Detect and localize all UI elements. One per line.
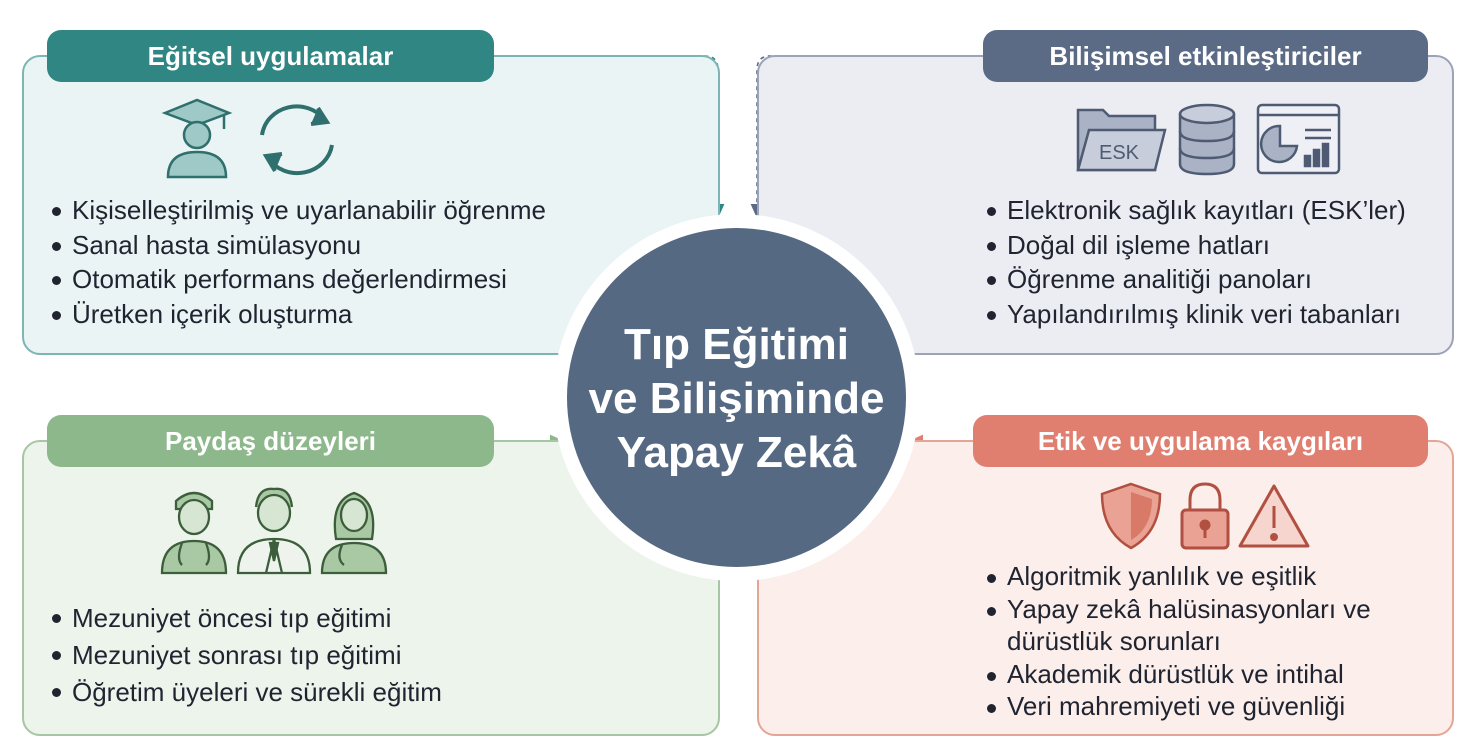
list-item: Algoritmik yanlılık ve eşitlik <box>985 560 1407 593</box>
folder-label: ESK <box>1099 142 1140 164</box>
center-circle <box>567 228 906 567</box>
list-item: Mezuniyet öncesi tıp eğitimi <box>50 600 442 637</box>
lock-icon <box>1180 482 1230 550</box>
database-icon <box>1178 103 1236 176</box>
graduate-icon <box>161 98 233 179</box>
list-item: Yapılandırılmış klinik veri tabanları <box>985 297 1406 332</box>
informatics-enablers-title: Bilişimsel etkinleştiriciler <box>983 30 1428 82</box>
dashboard-icon <box>1256 103 1341 175</box>
folder-icon: ESK <box>1076 108 1167 172</box>
list-item: Öğretim üyeleri ve sürekli eğitim <box>50 674 442 711</box>
list-item: Elektronik sağlık kayıtları (ESK’ler) <box>985 193 1406 228</box>
list-item: Kişiselleştirilmiş ve uyarlanabilir öğre… <box>50 193 546 228</box>
ethics-concerns-title: Etik ve uygulama kaygıları <box>973 415 1428 467</box>
center-title: Tıp Eğitimi ve Bilişiminde Yapay Zekâ <box>588 320 885 477</box>
ethics-icons <box>1100 482 1310 550</box>
list-item: Akademik dürüstlük ve intihal <box>985 658 1407 691</box>
warning-icon <box>1238 484 1310 548</box>
list-item: Sanal hasta simülasyonu <box>50 228 546 263</box>
educational-icons <box>161 98 334 179</box>
female-doctor-icon <box>320 491 388 575</box>
physician-icon <box>236 487 312 575</box>
informatics-enablers-list: Elektronik sağlık kayıtları (ESK’ler) Do… <box>985 193 1406 331</box>
ethics-concerns-list: Algoritmik yanlılık ve eşitlik Yapay zek… <box>985 560 1407 723</box>
list-item: Yapay zekâ halüsinasyonları ve dürüstlük… <box>985 593 1407 658</box>
cycle-arrows-icon <box>260 104 334 176</box>
doctor-icon <box>160 491 228 575</box>
list-item: Üretken içerik oluşturma <box>50 297 546 332</box>
stakeholder-levels-title: Paydaş düzeyleri <box>47 415 494 467</box>
stakeholder-levels-list: Mezuniyet öncesi tıp eğitimi Mezuniyet s… <box>50 600 442 711</box>
list-item: Öğrenme analitiği panoları <box>985 262 1406 297</box>
shield-icon <box>1100 482 1162 550</box>
list-item: Otomatik performans değerlendirmesi <box>50 262 546 297</box>
stakeholder-icons <box>160 487 388 575</box>
educational-applications-title: Eğitsel uygulamalar <box>47 30 494 82</box>
list-item: Mezuniyet sonrası tıp eğitimi <box>50 637 442 674</box>
list-item: Veri mahremiyeti ve güvenliği <box>985 690 1407 723</box>
list-item: Doğal dil işleme hatları <box>985 228 1406 263</box>
informatics-icons: ESK <box>1076 103 1341 176</box>
educational-applications-list: Kişiselleştirilmiş ve uyarlanabilir öğre… <box>50 193 546 331</box>
